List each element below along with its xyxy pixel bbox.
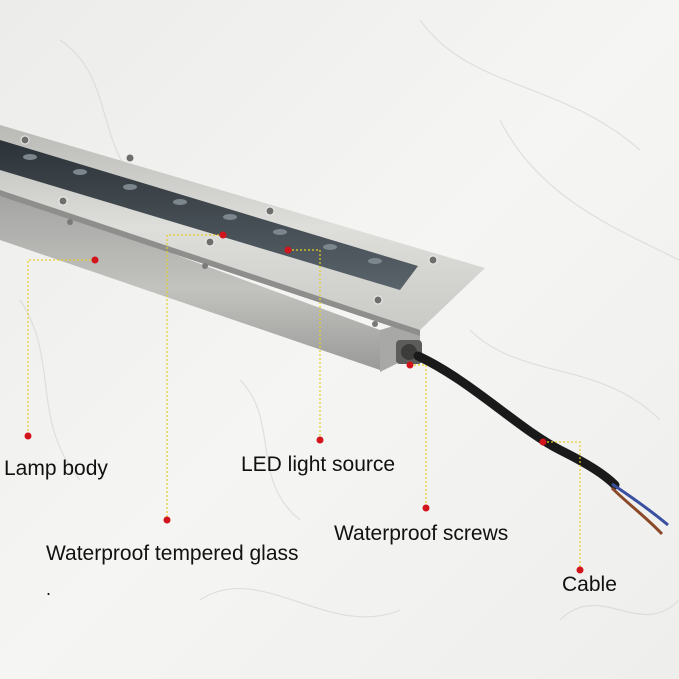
label-led-light-source: LED light source xyxy=(241,453,396,476)
red-dot-icon xyxy=(24,231,584,574)
housing-screws xyxy=(67,219,378,327)
screw-head-icon xyxy=(20,135,438,305)
label-waterproof-tempered-glass: Waterproof tempered glass xyxy=(46,542,299,565)
label-cable: Cable xyxy=(562,573,617,596)
marble-veins xyxy=(19,19,679,621)
leader-lines xyxy=(27,234,581,570)
led-chips xyxy=(23,154,382,264)
lamp-flange-edge xyxy=(0,190,420,336)
lamp-housing-side xyxy=(0,190,380,370)
cable xyxy=(413,351,620,490)
cable-wire-blue xyxy=(611,482,669,527)
label-waterproof-screws: Waterproof screws xyxy=(334,522,509,545)
tempered-glass-window xyxy=(0,140,418,290)
label-lamp-body: Lamp body xyxy=(4,457,108,480)
stray-mark: . xyxy=(46,579,52,599)
cable-wire-brown xyxy=(610,486,664,536)
